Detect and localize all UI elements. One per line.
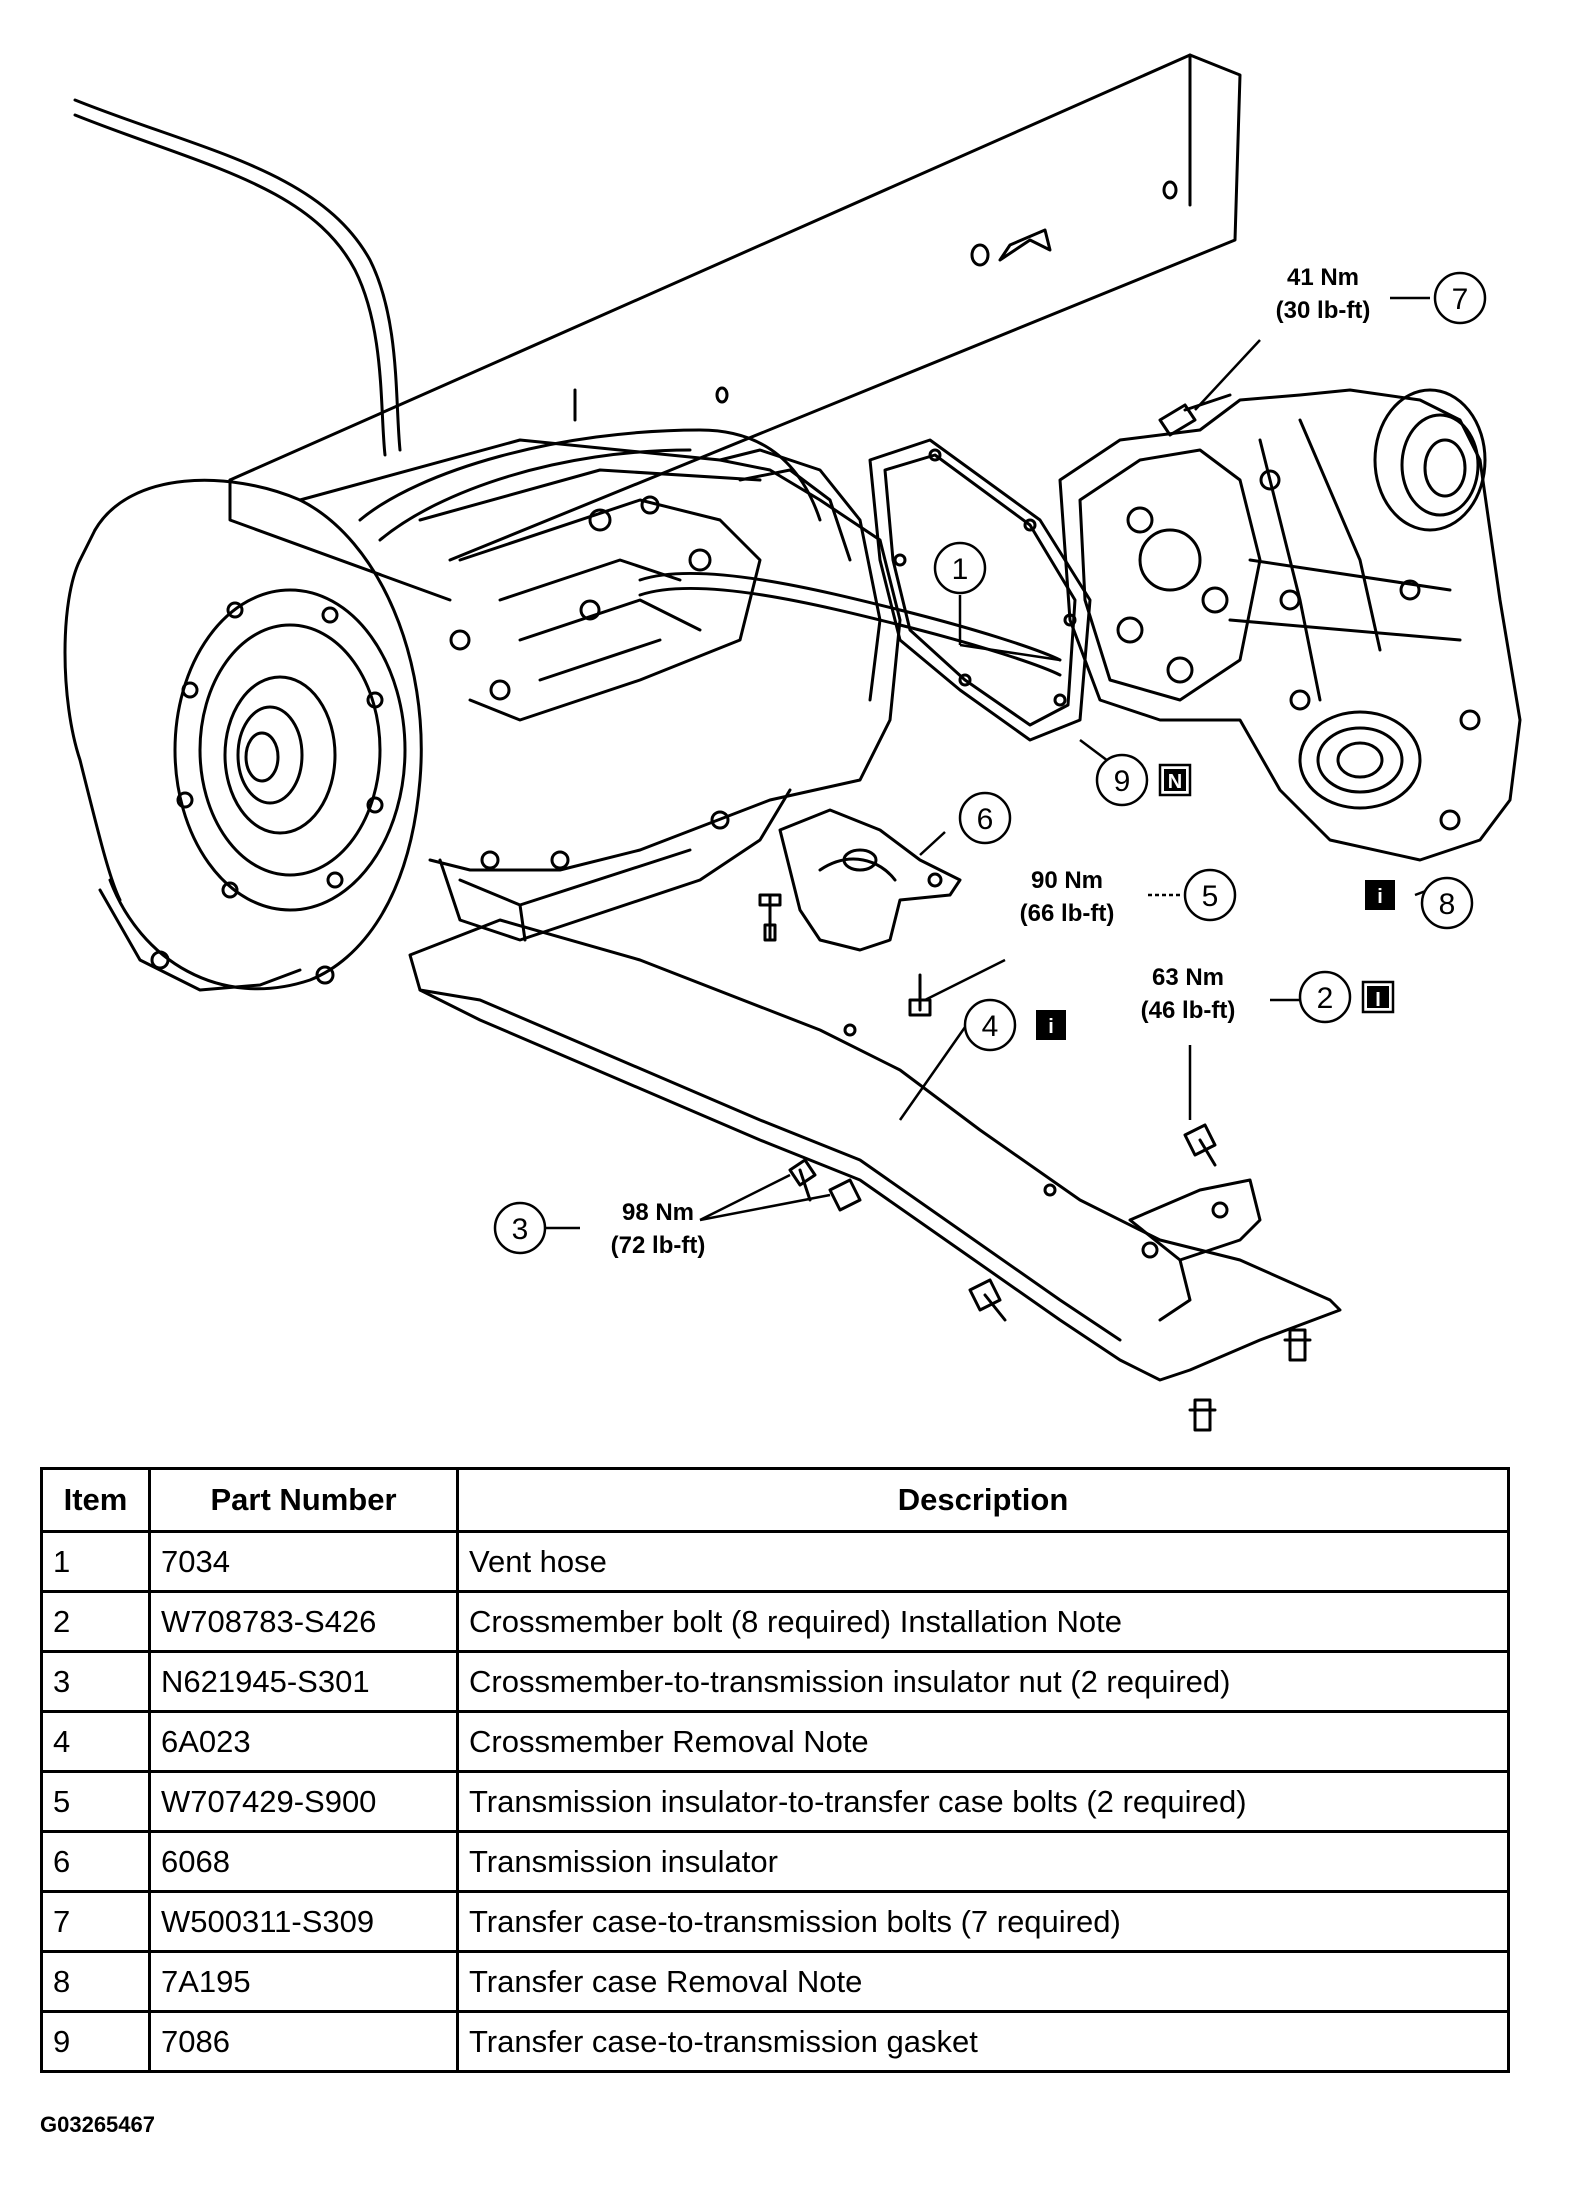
col-header-part-number: Part Number bbox=[148, 1467, 459, 1533]
cell-description: Transmission insulator-to-transfer case … bbox=[456, 1770, 1510, 1833]
cell-item: 7 bbox=[40, 1890, 151, 1953]
torque-label-2-lbft: (46 lb-ft) bbox=[1141, 997, 1236, 1024]
cell-description: Transmission insulator bbox=[456, 1830, 1510, 1893]
callout-number-9: 9 bbox=[1114, 765, 1131, 798]
table-row: 6 6068 Transmission insulator bbox=[40, 1830, 1510, 1893]
callout-circle-3 bbox=[493, 1201, 547, 1255]
cell-description: Crossmember-to-transmission insulator nu… bbox=[456, 1650, 1510, 1713]
transfer-case-gasket bbox=[868, 438, 1092, 742]
callout-number-2: 2 bbox=[1317, 982, 1334, 1015]
info-badge-8-label: i bbox=[1377, 886, 1383, 908]
insulator-bolts bbox=[758, 893, 932, 1017]
callout-circle-5 bbox=[1183, 868, 1237, 922]
cell-description: Transfer case-to-transmission bolts (7 r… bbox=[456, 1890, 1510, 1953]
table-row: 9 7086 Transfer case-to-transmission gas… bbox=[40, 2010, 1510, 2073]
callout-number-8: 8 bbox=[1439, 888, 1456, 921]
callout-number-4: 4 bbox=[982, 1010, 999, 1043]
table-row: 5 W707429-S900 Transmission insulator-to… bbox=[40, 1770, 1510, 1833]
cell-item: 3 bbox=[40, 1650, 151, 1713]
cell-item: 9 bbox=[40, 2010, 151, 2073]
exploded-view-diagram: 41 Nm (30 lb-ft) 90 Nm (66 lb-ft) 63 Nm … bbox=[63, 53, 1522, 1432]
callout-circle-4 bbox=[963, 998, 1017, 1052]
cell-part-number: N621945-S301 bbox=[148, 1650, 459, 1713]
cell-item: 1 bbox=[40, 1530, 151, 1593]
callout-number-3: 3 bbox=[512, 1213, 529, 1246]
callout-circle-1 bbox=[933, 541, 987, 595]
info-badge-8 bbox=[1365, 880, 1395, 910]
cell-description: Vent hose bbox=[456, 1530, 1510, 1593]
frame-rail bbox=[228, 53, 1242, 602]
callout-circle-8 bbox=[1420, 876, 1474, 930]
col-header-description: Description bbox=[456, 1467, 1510, 1533]
transfer-case bbox=[1058, 388, 1522, 862]
info-badge-4-label: i bbox=[1048, 1016, 1054, 1038]
col-header-item: Item bbox=[40, 1467, 151, 1533]
cell-item: 4 bbox=[40, 1710, 151, 1773]
install-badge-2-label: I bbox=[1375, 989, 1381, 1011]
table-row: 2 W708783-S426 Crossmember bolt (8 requi… bbox=[40, 1590, 1510, 1653]
cell-description: Transfer case-to-transmission gasket bbox=[456, 2010, 1510, 2073]
cell-part-number: W708783-S426 bbox=[148, 1590, 459, 1653]
cell-item: 5 bbox=[40, 1770, 151, 1833]
install-badge-2-inner bbox=[1367, 986, 1389, 1008]
cell-item: 2 bbox=[40, 1590, 151, 1653]
parts-table: Item Part Number Description 1 7034 Vent… bbox=[40, 1467, 1510, 2073]
info-badge-4 bbox=[1036, 1010, 1066, 1040]
table-row: 4 6A023 Crossmember Removal Note bbox=[40, 1710, 1510, 1773]
torque-label-7-lbft: (30 lb-ft) bbox=[1276, 297, 1371, 324]
table-row: 8 7A195 Transfer case Removal Note bbox=[40, 1950, 1510, 2013]
cell-description: Transfer case Removal Note bbox=[456, 1950, 1510, 2013]
crossmember bbox=[408, 918, 1342, 1382]
transmission-insulator bbox=[778, 808, 962, 952]
table-row: 7 W500311-S309 Transfer case-to-transmis… bbox=[40, 1890, 1510, 1953]
cell-item: 8 bbox=[40, 1950, 151, 2013]
cell-part-number: 6068 bbox=[148, 1830, 459, 1893]
cell-part-number: W500311-S309 bbox=[148, 1890, 459, 1953]
callout-circle-7 bbox=[1433, 271, 1487, 325]
cell-part-number: 6A023 bbox=[148, 1710, 459, 1773]
callout-number-6: 6 bbox=[977, 803, 994, 836]
torque-label-7-nm: 41 Nm bbox=[1287, 264, 1359, 291]
cell-description: Crossmember bolt (8 required) Installati… bbox=[456, 1590, 1510, 1653]
table-header-row: Item Part Number Description bbox=[40, 1467, 1510, 1533]
callout-circle-2 bbox=[1298, 970, 1352, 1024]
vent-tube-line bbox=[73, 98, 402, 452]
table-row: 1 7034 Vent hose bbox=[40, 1530, 1510, 1593]
crossmember-fasteners bbox=[788, 1123, 1312, 1432]
torque-label-5-lbft: (66 lb-ft) bbox=[1020, 900, 1115, 927]
callout-circle-6 bbox=[958, 791, 1012, 845]
torque-label-3-nm: 98 Nm bbox=[622, 1199, 694, 1226]
table-row: 3 N621945-S301 Crossmember-to-transmissi… bbox=[40, 1650, 1510, 1713]
callout-number-5: 5 bbox=[1202, 880, 1219, 913]
cell-part-number: W707429-S900 bbox=[148, 1770, 459, 1833]
cell-item: 6 bbox=[40, 1830, 151, 1893]
cell-part-number: 7A195 bbox=[148, 1950, 459, 2013]
callout-circle-9 bbox=[1095, 753, 1149, 807]
torque-label-5-nm: 90 Nm bbox=[1031, 867, 1103, 894]
transmission bbox=[63, 428, 1062, 992]
callout-number-1: 1 bbox=[952, 553, 969, 586]
oil-pan bbox=[438, 788, 792, 942]
torque-label-3-lbft: (72 lb-ft) bbox=[611, 1232, 706, 1259]
note-badge-9-inner bbox=[1164, 769, 1186, 791]
note-badge-9-label: N bbox=[1168, 771, 1182, 793]
figure-id: G03265467 bbox=[40, 2112, 155, 2137]
cell-part-number: 7034 bbox=[148, 1530, 459, 1593]
cell-description: Crossmember Removal Note bbox=[456, 1710, 1510, 1773]
cell-part-number: 7086 bbox=[148, 2010, 459, 2073]
torque-label-2-nm: 63 Nm bbox=[1152, 964, 1224, 991]
callout-number-7: 7 bbox=[1452, 283, 1469, 316]
